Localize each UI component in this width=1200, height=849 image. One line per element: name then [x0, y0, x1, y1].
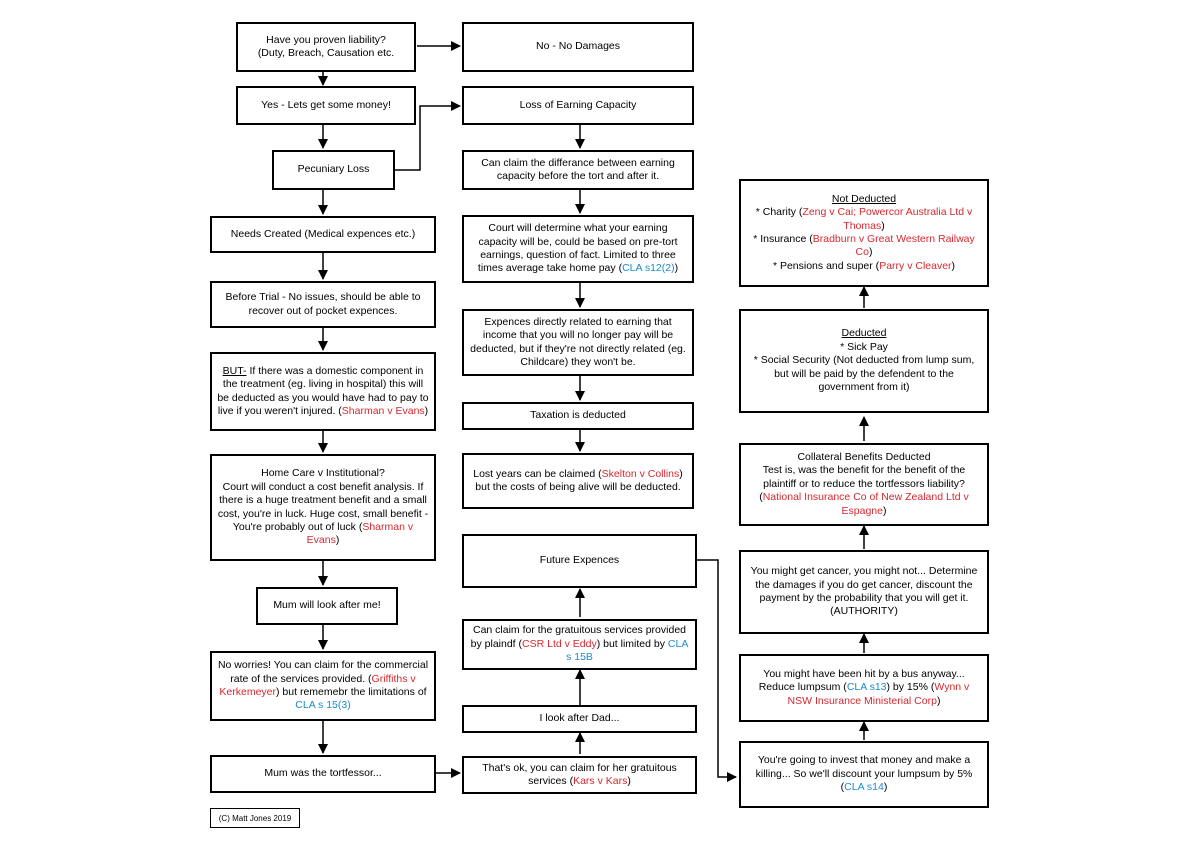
case-griffiths: Griffiths v Kerkemeyer — [219, 672, 416, 698]
insurance-close: ) — [868, 246, 873, 259]
pensions-item: * Pensions and super ( — [772, 259, 880, 272]
future-expences-box: Future Expences — [462, 534, 697, 588]
case-parry: Parry v Cleaver — [879, 259, 952, 272]
pensions-close: ) — [951, 259, 956, 272]
home-care-title: Home Care v Institutional? — [261, 467, 385, 480]
home-care-close: ) — [335, 534, 340, 547]
statute-cla-15-3: CLA s 15(3) — [295, 699, 351, 712]
mum-tortfessor-label: Mum was the tortfessor... — [264, 767, 382, 780]
charity-close: ) — [881, 219, 885, 232]
no-worries-box: No worries! You can claim for the commer… — [210, 651, 436, 721]
social-security-item: * Social Security (Not deducted from lum… — [753, 354, 975, 394]
domestic-component-box: BUT- If there was a domestic component i… — [210, 352, 436, 431]
insurance-item: * Insurance ( — [753, 233, 813, 245]
look-after-dad-label: I look after Dad... — [539, 712, 620, 725]
deducted-title: Deducted — [841, 327, 887, 340]
court-determine-close: ) — [674, 262, 679, 275]
no-damages-box: No - No Damages — [462, 22, 694, 72]
case-kars: Kars v Kars — [573, 775, 628, 787]
statute-cla-s14: CLA s14 — [844, 781, 884, 794]
mum-look-label: Mum will look after me! — [273, 599, 381, 612]
domestic-text: If there was a domestic component in the… — [217, 364, 429, 417]
gratuitous-text: Can claim for the gratuitous services pr… — [470, 624, 686, 650]
bus-box: You might have been hit by a bus anyway.… — [739, 654, 989, 722]
invest-box: You're going to invest that money and ma… — [739, 741, 989, 808]
no-damages-label: No - No Damages — [535, 40, 621, 53]
invest-close: ) — [883, 781, 888, 794]
thats-ok-text: That's ok, you can claim for her gratuit… — [482, 761, 677, 787]
collateral-title: Collateral Benefits Deducted — [797, 450, 931, 463]
no-worries-text: No worries! You can claim for the commer… — [217, 659, 429, 685]
claim-difference-text: Can claim the differance between earning… — [481, 156, 675, 182]
gratuitous-text-2: ) but limited by — [596, 637, 668, 650]
before-trial-text: Before Trial - No issues, should be able… — [225, 291, 421, 317]
case-national-insurance: National Insurance Co of New Zealand Ltd… — [762, 491, 969, 517]
thats-ok-box: That's ok, you can claim for her gratuit… — [462, 756, 697, 794]
expences-related-text: Expences directly related to earning tha… — [470, 315, 686, 368]
thats-ok-close: ) — [627, 775, 631, 787]
case-sharman-1: Sharman v Evans — [341, 404, 425, 417]
collateral-text: Test is, was the benefit for the benefit… — [759, 464, 966, 504]
pecuniary-loss-label: Pecuniary Loss — [297, 163, 370, 176]
taxation-box: Taxation is deducted — [462, 402, 694, 430]
liability-question-box: Have you proven liability?(Duty, Breach,… — [236, 22, 416, 72]
charity-item: * Charity ( — [755, 206, 803, 219]
not-deducted-title: Not Deducted — [831, 192, 897, 205]
lost-years-text-2: ) but the costs of being alive will be d… — [475, 467, 683, 493]
lost-years-box: Lost years can be claimed (Skelton v Col… — [462, 453, 694, 509]
case-bradburn: Bradburn v Great Western Railway Co — [812, 233, 975, 259]
liability-elements: (Duty, Breach, Causation etc. — [257, 47, 395, 59]
cancer-box: You might get cancer, you might not... D… — [739, 550, 989, 634]
statute-cla-s12-2: CLA s12(2) — [622, 262, 675, 275]
copyright-credit: (C) Matt Jones 2019 — [210, 808, 300, 828]
not-deducted-box: Not Deducted * Charity (Zeng v Cai; Powe… — [739, 179, 989, 287]
bus-text: You might have been hit by a bus anyway.… — [758, 667, 965, 694]
mum-look-box: Mum will look after me! — [256, 587, 398, 625]
invest-text: You're going to invest that money and ma… — [755, 754, 973, 794]
gratuitous-services-box: Can claim for the gratuitous services pr… — [462, 619, 697, 670]
pecuniary-loss-box: Pecuniary Loss — [272, 150, 395, 190]
no-worries-mid: ) but rememebr the limitations of — [276, 686, 427, 698]
look-after-dad-box: I look after Dad... — [462, 705, 697, 733]
yes-box: Yes - Lets get some money! — [236, 86, 416, 125]
court-determine-box: Court will determine what your earning c… — [462, 215, 694, 283]
statute-cla-s13: CLA s13 — [846, 681, 887, 694]
authority-label: (AUTHORITY) — [830, 605, 898, 618]
case-wynn: Wynn v NSW Insurance Ministerial Corp — [787, 681, 970, 707]
mum-tortfessor-box: Mum was the tortfessor... — [210, 755, 436, 793]
claim-difference-box: Can claim the differance between earning… — [462, 150, 694, 190]
bus-text-2: ) by 15% ( — [886, 681, 935, 694]
yes-label: Yes - Lets get some money! — [261, 98, 391, 111]
collateral-benefits-box: Collateral Benefits Deducted Test is, wa… — [739, 443, 989, 526]
liability-question: Have you proven liability? — [266, 33, 386, 46]
domestic-close: ) — [424, 404, 429, 417]
arrow-pecuniary-to-loss — [395, 101, 461, 171]
cancer-text: You might get cancer, you might not... D… — [750, 565, 978, 604]
statute-cla-15b: CLA s 15B — [566, 637, 689, 664]
needs-created-box: Needs Created (Medical expences etc.) — [210, 216, 436, 253]
future-expences-label: Future Expences — [539, 554, 620, 567]
deducted-box: Deducted * Sick Pay * Social Security (N… — [739, 309, 989, 413]
bus-close: ) — [936, 694, 941, 707]
arrow-future-to-invest — [697, 559, 737, 782]
expences-related-box: Expences directly related to earning tha… — [462, 309, 694, 376]
collateral-close: ) — [882, 504, 887, 517]
needs-created-label: Needs Created (Medical expences etc.) — [230, 227, 416, 240]
case-csr-eddy: CSR Ltd v Eddy — [522, 637, 597, 650]
case-zeng-powercor: Zeng v Cai; Powercor Australia Ltd v Tho… — [802, 206, 973, 232]
sick-pay-item: * Sick Pay — [840, 340, 888, 353]
but-label: BUT- — [222, 364, 247, 377]
home-care-text: Court will conduct a cost benefit analys… — [217, 480, 429, 533]
taxation-label: Taxation is deducted — [530, 409, 626, 422]
before-trial-box: Before Trial - No issues, should be able… — [210, 281, 436, 328]
case-sharman-2: Sharman v Evans — [306, 520, 414, 547]
loss-earning-capacity-label: Loss of Earning Capacity — [519, 98, 637, 111]
court-determine-text: Court will determine what your earning c… — [477, 222, 678, 275]
home-care-box: Home Care v Institutional?Court will con… — [210, 454, 436, 561]
lost-years-text: Lost years can be claimed ( — [473, 467, 602, 480]
loss-earning-capacity-box: Loss of Earning Capacity — [462, 86, 694, 125]
case-skelton: Skelton v Collins — [601, 467, 680, 480]
